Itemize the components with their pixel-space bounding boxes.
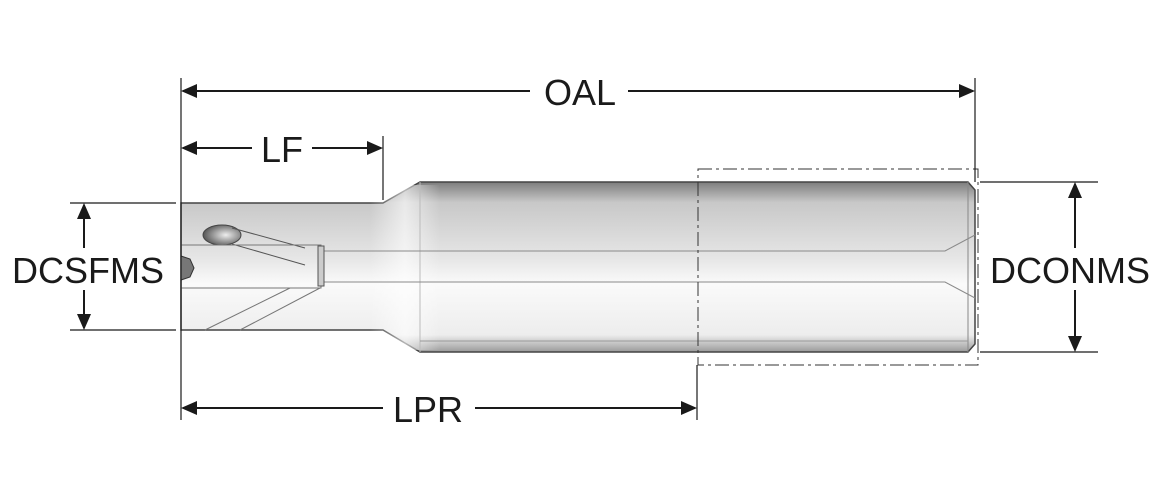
helix-lines bbox=[204, 287, 321, 331]
insert-shoulder bbox=[317, 245, 325, 287]
coolant-pocket bbox=[202, 224, 242, 246]
tool-body bbox=[180, 181, 976, 353]
label-lf: LF bbox=[261, 129, 303, 170]
dimension-lf: LF bbox=[181, 129, 383, 170]
dimension-dcsfms: DCSFMS bbox=[12, 203, 164, 330]
flute-line-bottom bbox=[320, 281, 976, 299]
label-lpr: LPR bbox=[393, 389, 463, 430]
neck-highlight bbox=[370, 185, 440, 350]
flute-line-top bbox=[320, 234, 976, 252]
tool-outline bbox=[180, 181, 976, 353]
extension-lines bbox=[70, 78, 1098, 420]
dimension-dconms: DCONMS bbox=[990, 182, 1150, 352]
clamping-zone-outline bbox=[697, 168, 979, 366]
dimension-oal: OAL bbox=[181, 72, 975, 113]
dimension-lpr: LPR bbox=[181, 389, 697, 430]
label-oal: OAL bbox=[544, 72, 616, 113]
label-dconms: DCONMS bbox=[990, 250, 1150, 291]
label-dcsfms: DCSFMS bbox=[12, 250, 164, 291]
